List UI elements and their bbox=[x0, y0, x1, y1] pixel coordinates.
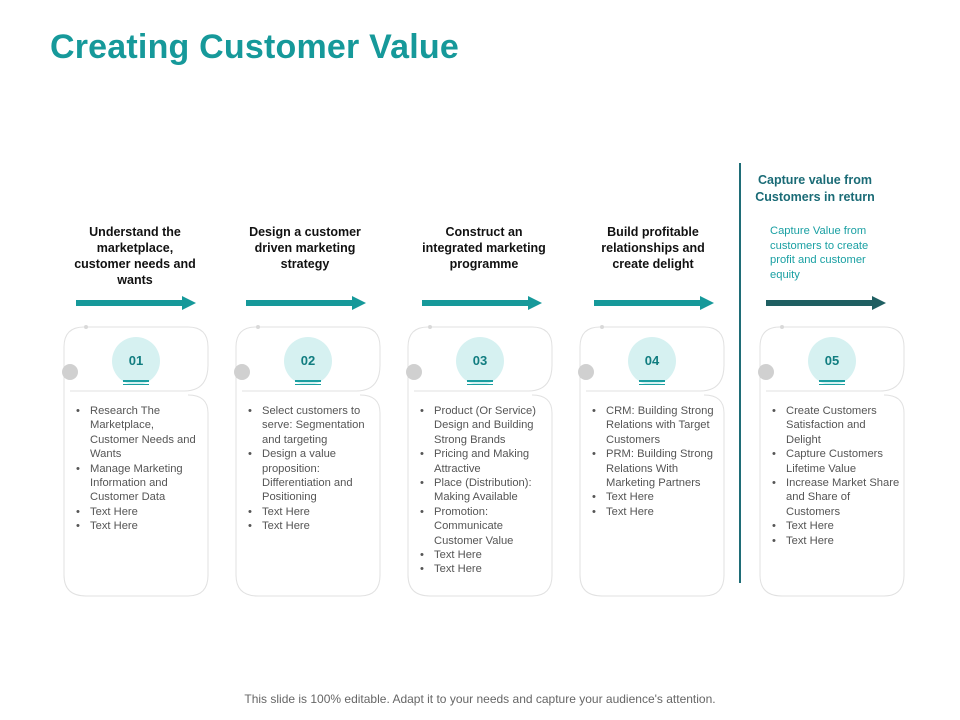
step-card-2: 02 Select customers to serve: Segmentati… bbox=[234, 325, 382, 598]
list-item: PRM: Building Strong Relations With Mark… bbox=[592, 447, 720, 490]
step-card-4: 04 CRM: Building Strong Relations with T… bbox=[578, 325, 726, 598]
step-heading-1: Understand the marketplace, customer nee… bbox=[74, 225, 196, 287]
list-item: Text Here bbox=[420, 562, 548, 577]
bulb-base bbox=[819, 380, 845, 382]
bulb-base bbox=[639, 380, 665, 382]
bulb-base bbox=[467, 384, 493, 385]
arrow-right-icon bbox=[594, 296, 714, 310]
section-divider bbox=[739, 163, 741, 583]
step-bullets-3: Product (Or Service) Design and Building… bbox=[420, 404, 548, 577]
list-item: Research The Marketplace, Customer Needs… bbox=[76, 404, 204, 462]
bulb-base bbox=[639, 384, 665, 385]
card-frame bbox=[62, 325, 209, 597]
capture-title: Capture value from Customers in return bbox=[755, 173, 875, 204]
bulb-base bbox=[295, 384, 321, 385]
step-bullets-2: Select customers to serve: Segmentation … bbox=[248, 404, 376, 534]
list-item: Text Here bbox=[76, 519, 204, 534]
bulb-base bbox=[123, 380, 149, 382]
list-item: Manage Marketing Information and Custome… bbox=[76, 462, 204, 505]
list-item: Text Here bbox=[772, 519, 900, 534]
step-bullets-1: Research The Marketplace, Customer Needs… bbox=[76, 404, 204, 534]
arrow-right-icon bbox=[766, 296, 886, 310]
list-item: Text Here bbox=[76, 505, 204, 520]
list-item: Create Customers Satisfaction and Deligh… bbox=[772, 404, 900, 447]
list-item: Select customers to serve: Segmentation … bbox=[248, 404, 376, 447]
lightbulb-icon: 05 bbox=[808, 337, 856, 385]
lightbulb-icon: 03 bbox=[456, 337, 504, 385]
arrow-right-icon bbox=[76, 296, 196, 310]
list-item: CRM: Building Strong Relations with Targ… bbox=[592, 404, 720, 447]
step-heading-4: Build profitable relationships and creat… bbox=[601, 225, 705, 271]
step-card-3: 03 Product (Or Service) Design and Build… bbox=[406, 325, 554, 598]
list-item: Capture Customers Lifetime Value bbox=[772, 447, 900, 476]
step-heading-2: Design a customer driven marketing strat… bbox=[249, 225, 361, 271]
arrow-right-icon bbox=[246, 296, 366, 310]
lightbulb-icon: 01 bbox=[112, 337, 160, 385]
card-frame bbox=[234, 325, 381, 597]
list-item: Text Here bbox=[772, 534, 900, 549]
list-item: Text Here bbox=[248, 505, 376, 520]
list-item: Text Here bbox=[248, 519, 376, 534]
step-card-1: 01 Research The Marketplace, Customer Ne… bbox=[62, 325, 210, 598]
step-heading-3: Construct an integrated marketing progra… bbox=[422, 225, 546, 271]
bulb-base bbox=[295, 380, 321, 382]
step-bullets-5: Create Customers Satisfaction and Deligh… bbox=[772, 404, 900, 548]
page-title: Creating Customer Value bbox=[50, 28, 459, 66]
step-bullets-4: CRM: Building Strong Relations with Targ… bbox=[592, 404, 720, 520]
list-item: Text Here bbox=[592, 490, 720, 505]
capture-subtitle: Capture Value from customers to create p… bbox=[770, 225, 869, 281]
arrow-right-icon bbox=[422, 296, 542, 310]
footer-note: This slide is 100% editable. Adapt it to… bbox=[244, 692, 716, 706]
step-card-5: 05 Create Customers Satisfaction and Del… bbox=[758, 325, 906, 598]
bulb-base bbox=[123, 384, 149, 385]
list-item: Design a value proposition: Differentiat… bbox=[248, 447, 376, 505]
list-item: Text Here bbox=[420, 548, 548, 563]
card-frame bbox=[578, 325, 725, 597]
bulb-base bbox=[467, 380, 493, 382]
card-frame bbox=[758, 325, 905, 597]
lightbulb-icon: 02 bbox=[284, 337, 332, 385]
list-item: Increase Market Share and Share of Custo… bbox=[772, 476, 900, 519]
list-item: Product (Or Service) Design and Building… bbox=[420, 404, 548, 447]
card-frame bbox=[406, 325, 553, 597]
list-item: Text Here bbox=[592, 505, 720, 520]
list-item: Promotion: Communicate Customer Value bbox=[420, 505, 548, 548]
bulb-base bbox=[819, 384, 845, 385]
list-item: Pricing and Making Attractive bbox=[420, 447, 548, 476]
list-item: Place (Distribution): Making Available bbox=[420, 476, 548, 505]
lightbulb-icon: 04 bbox=[628, 337, 676, 385]
